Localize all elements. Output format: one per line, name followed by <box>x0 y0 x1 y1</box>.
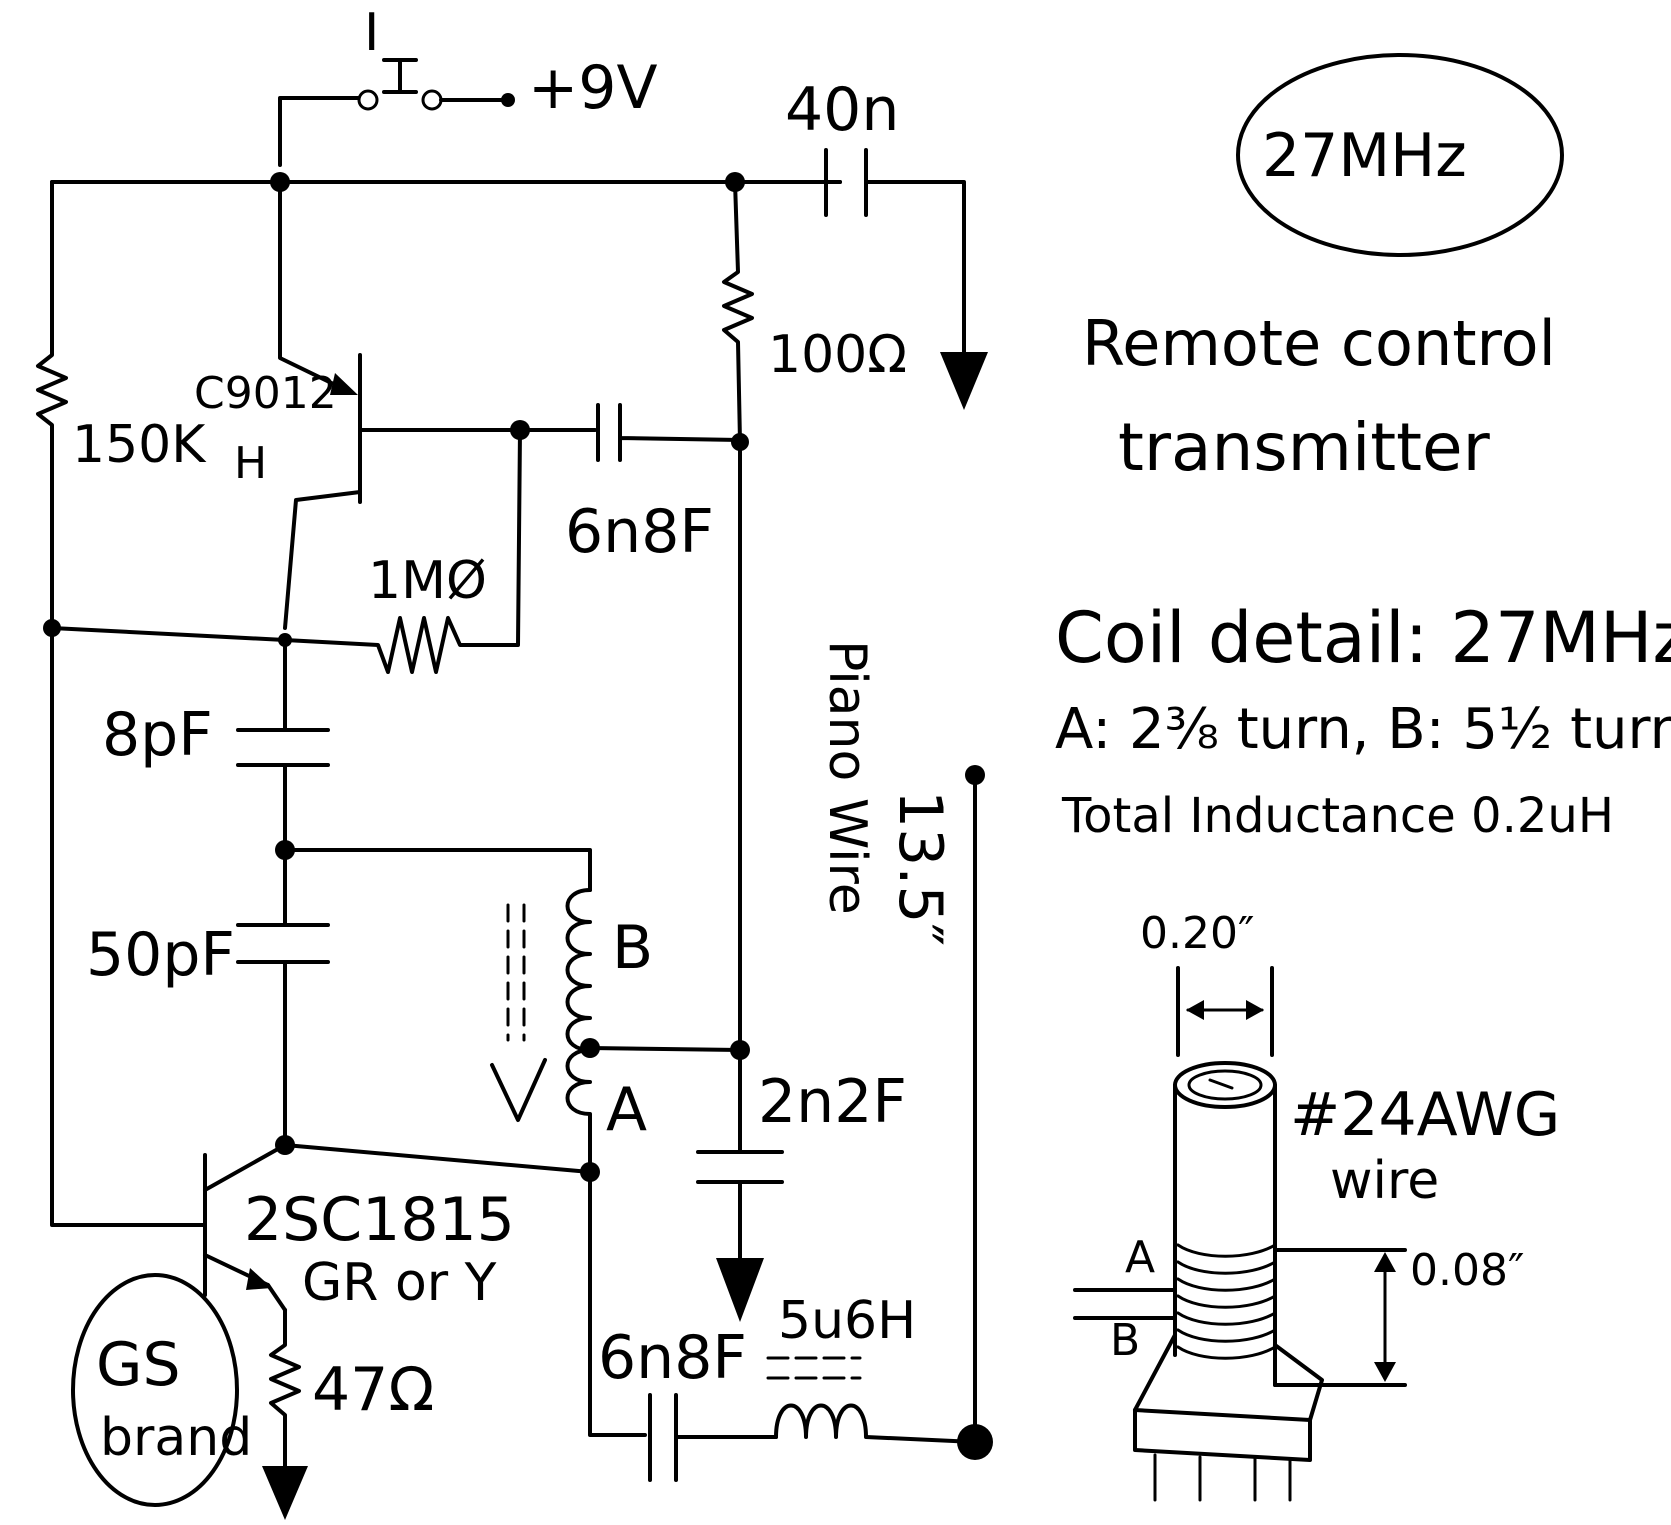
gs-brand-badge <box>71 1273 239 1507</box>
coil-winding-length: 0.08″ <box>1410 1245 1524 1296</box>
coil-wire-word: wire <box>1330 1151 1439 1211</box>
capacitor-6n8-top <box>518 403 742 462</box>
coil-tap-a: A <box>606 1075 647 1145</box>
coil-detail-turns: A: 2⅜ turn, B: 5½ turn <box>1055 697 1671 762</box>
capacitor-50p <box>236 848 330 1147</box>
label-2sc1815: 2SC1815 <box>244 1185 515 1255</box>
resistor-100 <box>722 180 754 1050</box>
label-6n8-top: 6n8F <box>565 497 714 567</box>
resistor-150k <box>36 180 207 1227</box>
label-40n: 40n <box>785 75 899 145</box>
capacitor-40n <box>824 148 988 410</box>
label-c9012: C9012 <box>194 368 337 419</box>
output-network <box>588 1170 977 1482</box>
label-47: 47Ω <box>312 1355 434 1425</box>
label-8p: 8pF <box>102 700 213 770</box>
capacitor-8p <box>236 638 330 852</box>
coil-tap-b: B <box>612 913 653 983</box>
title-line1: Remote control <box>1082 307 1556 380</box>
supply-label: +9V <box>528 53 658 123</box>
transistor-c9012 <box>278 180 522 630</box>
antenna <box>957 765 993 1460</box>
label-6n8-bottom: 6n8F <box>598 1323 747 1393</box>
gs-line2: brand <box>100 1408 252 1468</box>
label-2n2: 2n2F <box>758 1067 907 1137</box>
antenna-length: 13.5″ <box>885 790 955 946</box>
coil-lead-a: A <box>1125 1232 1155 1283</box>
gs-line1: GS <box>96 1330 181 1400</box>
tapped-coil <box>283 848 592 1172</box>
switch-label: I <box>364 3 379 63</box>
coil-diameter: 0.20″ <box>1140 908 1254 959</box>
coil-wire: #24AWG <box>1290 1080 1560 1150</box>
frequency-badge-text: 27MHz <box>1262 121 1467 191</box>
coil-detail-inductance: Total Inductance 0.2uH <box>1061 788 1614 844</box>
label-c9012-suffix: H <box>234 438 267 489</box>
title-line2: transmitter <box>1118 409 1491 486</box>
power-switch: I <box>278 3 515 167</box>
resistor-47 <box>262 1308 308 1520</box>
transistor-2sc1815 <box>203 1135 600 1312</box>
label-gr-or-y: GR or Y <box>302 1253 497 1313</box>
label-150k: 150K <box>72 415 207 475</box>
capacitor-2n2 <box>696 1048 784 1322</box>
coil-lead-b: B <box>1110 1315 1140 1366</box>
label-50p: 50pF <box>86 920 235 990</box>
resistor-1m <box>283 428 522 674</box>
frequency-badge <box>1236 53 1564 257</box>
coil-form-drawing <box>1073 966 1407 1502</box>
label-100: 100Ω <box>768 325 907 385</box>
antenna-material: Piano Wire <box>817 640 877 915</box>
label-1m: 1MØ <box>368 551 487 611</box>
label-5u6: 5u6H <box>778 1291 916 1351</box>
coil-detail-heading: Coil detail: 27MHz <box>1055 597 1671 679</box>
